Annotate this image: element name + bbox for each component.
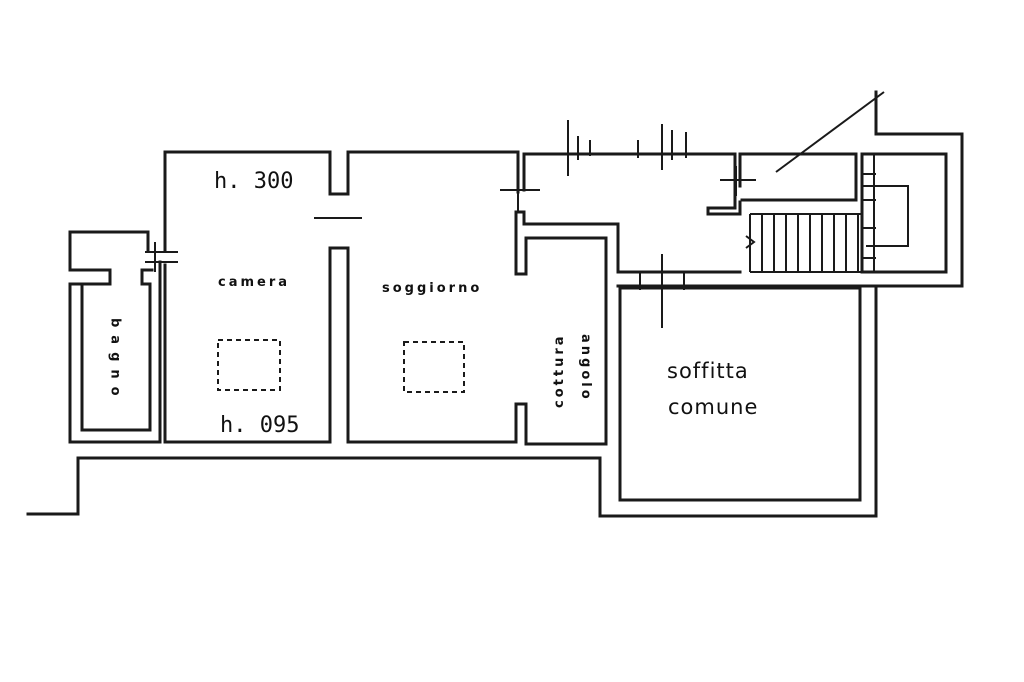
skylight-camera bbox=[217, 339, 281, 391]
room-label-camera: camera bbox=[218, 275, 290, 290]
room-label-bagno: bagno bbox=[108, 318, 123, 404]
room-bagno-walls bbox=[68, 230, 162, 444]
height-label-top: h. 300 bbox=[214, 169, 293, 194]
room-soggiorno-walls bbox=[346, 150, 620, 446]
room-label-comune: comune bbox=[668, 395, 758, 419]
room-label-angolo: angolo bbox=[578, 334, 593, 402]
room-label-soffitta: soffitta bbox=[667, 359, 749, 383]
room-soffitta-walls bbox=[26, 284, 878, 518]
room-label-cottura: cottura bbox=[552, 333, 567, 408]
room-camera-walls bbox=[163, 150, 354, 444]
skylight-soggiorno bbox=[403, 341, 465, 393]
height-label-bottom: h. 095 bbox=[220, 413, 299, 438]
landing-walls bbox=[522, 90, 964, 288]
room-label-soggiorno: soggiorno bbox=[382, 281, 482, 296]
staircase bbox=[745, 154, 909, 273]
opening-marks bbox=[145, 91, 885, 328]
